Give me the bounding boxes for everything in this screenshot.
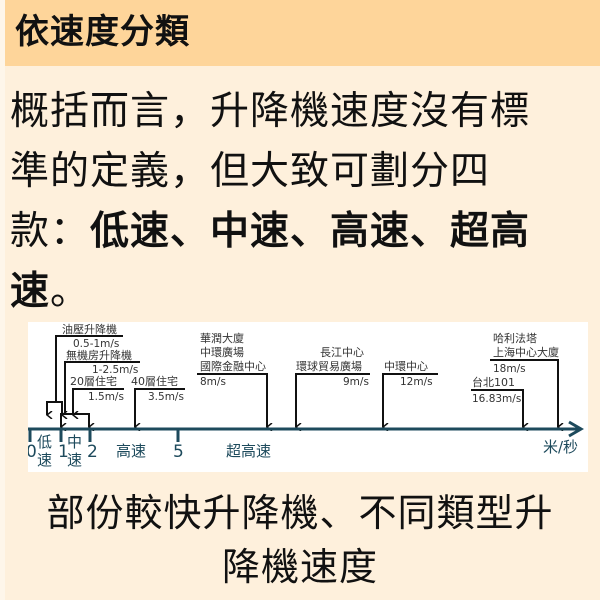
speed-axis-diagram: 油壓升降機 0.5-1m/s 無機房升降機 1-2.5m/s 20層住宅 1.5… bbox=[28, 322, 584, 469]
body-paragraph: 概括而言，升降機速度沒有標 準的定義，但大致可劃分四 款：低速、中速、高速、超高… bbox=[10, 82, 600, 322]
svg-text:9m/s: 9m/s bbox=[343, 376, 369, 388]
elevator-speed-diagram: 油壓升降機 0.5-1m/s 無機房升降機 1-2.5m/s 20層住宅 1.5… bbox=[28, 322, 588, 472]
annotation-40-floor-residential: 40層住宅 3.5m/s bbox=[131, 374, 185, 427]
tick-1: 1 bbox=[58, 442, 69, 462]
svg-text:無機房升降機: 無機房升降機 bbox=[66, 348, 132, 362]
annotation-20-floor-residential: 20層住宅 1.5m/s bbox=[70, 374, 124, 415]
svg-text:0.5-1m/s: 0.5-1m/s bbox=[73, 338, 119, 350]
svg-text:1.5m/s: 1.5m/s bbox=[88, 391, 124, 403]
body-line-3: 款：低速、中速、高速、超高 bbox=[10, 202, 600, 262]
svg-text:環球貿易廣場: 環球貿易廣場 bbox=[296, 359, 362, 373]
svg-text:長江中心: 長江中心 bbox=[320, 346, 364, 359]
body-line-1: 概括而言，升降機速度沒有標 bbox=[10, 89, 531, 134]
annotation-machine-roomless: 無機房升降機 1-2.5m/s bbox=[60, 348, 140, 427]
speed-categories-text: 低速、中速、高速、超高 bbox=[90, 209, 531, 254]
tick-0: 0 bbox=[28, 442, 37, 462]
svg-text:20層住宅: 20層住宅 bbox=[70, 374, 117, 388]
category-ultra-high: 超高速 bbox=[226, 442, 271, 460]
tick-2: 2 bbox=[87, 442, 98, 462]
svg-text:40層住宅: 40層住宅 bbox=[131, 374, 178, 388]
annotation-9ms-buildings: 長江中心 環球貿易廣場 9m/s bbox=[295, 346, 370, 427]
section-header: 依速度分類 bbox=[5, 0, 600, 66]
left-margin-strip bbox=[0, 0, 5, 600]
body-line-2: 準的定義，但大致可劃分四 bbox=[10, 149, 491, 194]
body-line-4-suffix: 。 bbox=[50, 269, 91, 314]
svg-text:華潤大廈: 華潤大廈 bbox=[200, 331, 244, 345]
category-low-bottom: 速 bbox=[37, 451, 52, 469]
caption-line-1: 部份較快升降機、不同類型升 bbox=[46, 491, 554, 535]
caption-line-2: 降機速度 bbox=[221, 545, 378, 589]
axis-unit: 米/秒 bbox=[543, 438, 578, 456]
annotation-18ms-buildings: 哈利法塔 上海中心大廈 18m/s bbox=[490, 331, 559, 427]
annotation-hydraulic: 油壓升降機 0.5-1m/s bbox=[46, 322, 123, 415]
category-high: 高速 bbox=[116, 442, 146, 460]
svg-text:1-2.5m/s: 1-2.5m/s bbox=[92, 364, 138, 376]
speed-axis: 0 1 2 5 低 速 中 速 高速 超高速 米/秒 bbox=[28, 420, 584, 469]
svg-text:8m/s: 8m/s bbox=[200, 376, 226, 388]
svg-text:哈利法塔: 哈利法塔 bbox=[493, 331, 537, 345]
speed-categories-text-end: 速 bbox=[10, 269, 51, 314]
svg-text:16.83m/s: 16.83m/s bbox=[472, 393, 521, 405]
svg-text:18m/s: 18m/s bbox=[493, 363, 526, 375]
body-line-4: 速。 bbox=[10, 262, 600, 322]
annotation-12ms-building: 中環中心 12m/s bbox=[382, 360, 438, 427]
svg-text:3.5m/s: 3.5m/s bbox=[148, 391, 184, 403]
tick-5: 5 bbox=[173, 442, 184, 462]
svg-text:中環中心: 中環中心 bbox=[384, 360, 428, 373]
svg-text:中環廣場: 中環廣場 bbox=[200, 345, 244, 359]
svg-text:上海中心大廈: 上海中心大廈 bbox=[493, 345, 559, 359]
category-mid-bottom: 速 bbox=[67, 451, 82, 469]
svg-text:台北101: 台北101 bbox=[472, 375, 515, 389]
annotation-8ms-buildings: 華潤大廈 中環廣場 國際金融中心 8m/s bbox=[197, 331, 268, 427]
svg-text:12m/s: 12m/s bbox=[400, 376, 433, 388]
svg-text:國際金融中心: 國際金融中心 bbox=[200, 359, 266, 373]
figure-caption: 部份較快升降機、不同類型升 降機速度 bbox=[0, 486, 600, 594]
annotation-taipei-101: 台北101 16.83m/s bbox=[471, 375, 524, 427]
body-line-3-prefix: 款： bbox=[10, 209, 91, 254]
category-low-top: 低 bbox=[37, 433, 52, 451]
section-title: 依速度分類 bbox=[15, 12, 190, 52]
svg-text:油壓升降機: 油壓升降機 bbox=[62, 322, 117, 336]
category-mid-top: 中 bbox=[67, 433, 82, 451]
